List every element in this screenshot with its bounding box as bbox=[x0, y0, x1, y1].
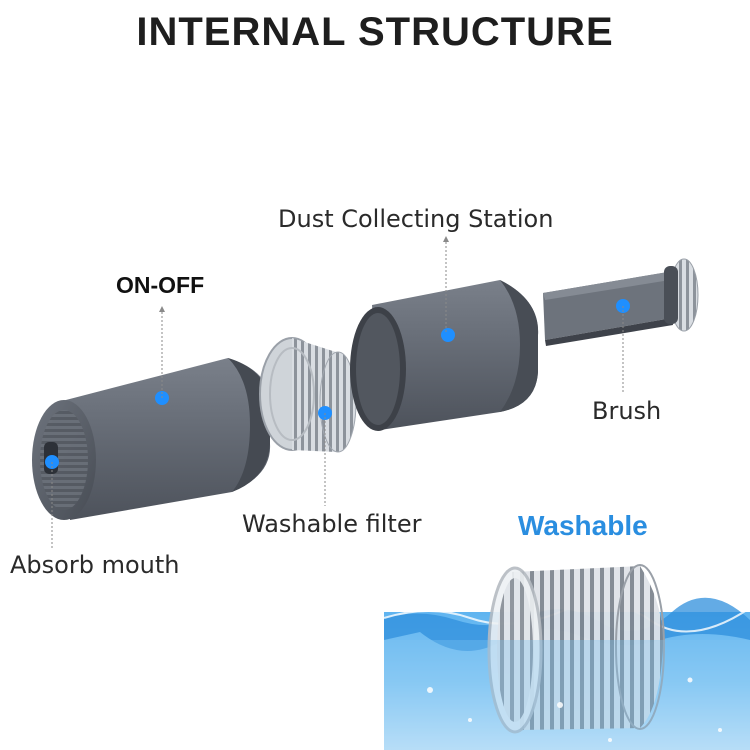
dust-collecting-station-label: Dust Collecting Station bbox=[278, 205, 554, 233]
brush-part bbox=[543, 258, 699, 346]
main-body-cylinder bbox=[32, 358, 271, 520]
dust-collecting-station-part bbox=[350, 280, 539, 431]
absorb-mouth-label: Absorb mouth bbox=[10, 551, 180, 579]
water-scene bbox=[383, 564, 750, 750]
washable-filter-label: Washable filter bbox=[242, 510, 422, 538]
washable-heading: Washable bbox=[518, 510, 648, 541]
on-off-label: ON-OFF bbox=[116, 272, 205, 298]
dust-station-marker bbox=[441, 328, 455, 342]
leader-lines bbox=[51, 238, 624, 548]
page-title: INTERNAL STRUCTURE bbox=[136, 10, 614, 54]
washable-filter-part bbox=[259, 337, 357, 453]
brush-label: Brush bbox=[592, 397, 662, 425]
leader-arrowheads bbox=[159, 236, 449, 312]
large-filter bbox=[487, 564, 665, 734]
